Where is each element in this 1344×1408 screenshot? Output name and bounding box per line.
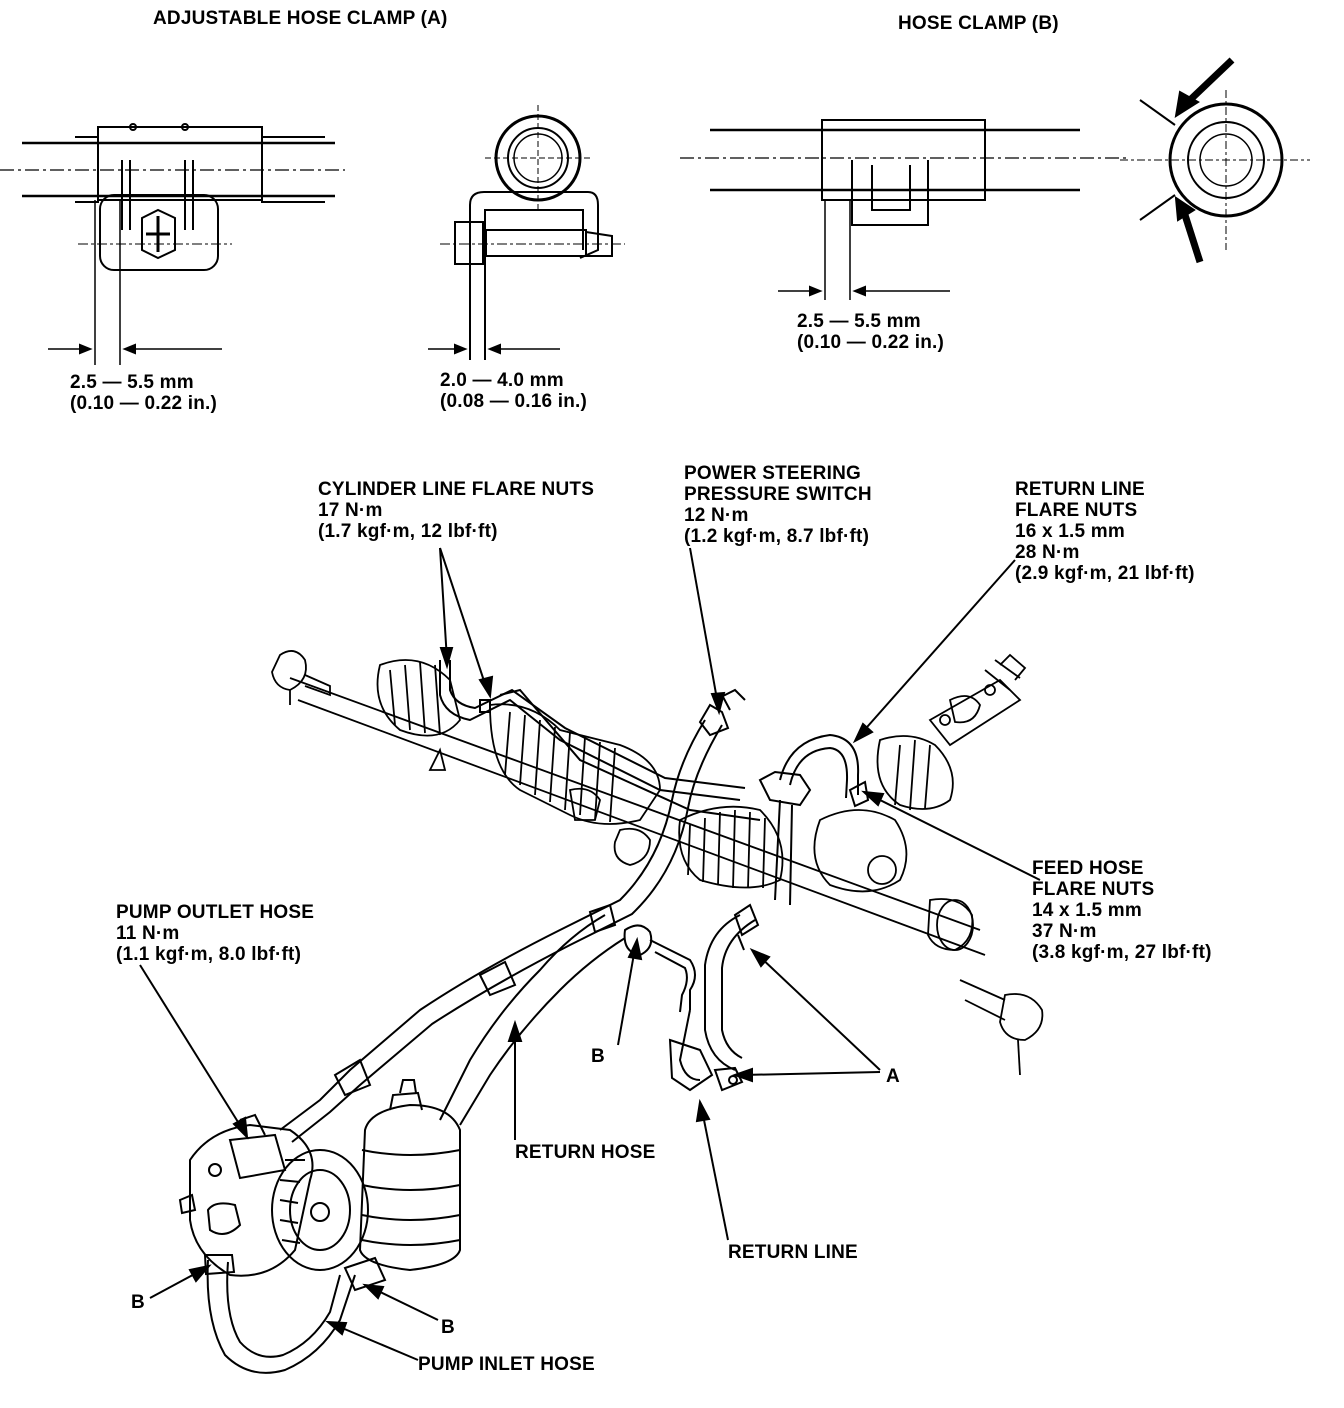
return-line-clamps [668,903,760,1092]
return-line-flare-nuts-label: RETURN LINE FLARE NUTS 16 x 1.5 mm 28 N·… [1015,479,1195,584]
cylinder-line-flare-nuts-label: CYLINDER LINE FLARE NUTS 17 N·m (1.7 kgf… [318,479,595,542]
feed-hose-flare-nuts-label: FEED HOSE FLARE NUTS 14 x 1.5 mm 37 N·m … [1032,858,1212,963]
pump-reservoir [178,1079,461,1277]
clamp-a-end-gap-dimension: 2.0 — 4.0 mm (0.08 — 0.16 in.) [440,370,588,412]
return-hose-label: RETURN HOSE [515,1142,656,1163]
clamp-b-end-view [1120,57,1310,264]
return-hose [439,914,696,1126]
cylinder-lines [439,660,761,821]
pump-outlet-hose-label: PUMP OUTLET HOSE 11 N·m (1.1 kgf·m, 8.0 … [116,902,315,965]
clamp-b-title: HOSE CLAMP (B) [898,13,1059,34]
clamp-a-side-view [0,123,345,365]
clamp-a-title: ADJUSTABLE HOSE CLAMP (A) [153,8,448,29]
pump-outlet-hose [279,688,746,1143]
clamp-b-reference-label-reservoir: B [441,1317,455,1338]
pump-inlet-hose [203,1254,387,1374]
clamp-b-reference-label-inlet: B [131,1292,145,1313]
clamp-a-end-view [428,105,625,360]
clamp-a-reference-label: A [886,1066,900,1087]
return-feed-lines [758,733,870,906]
leader-lines [139,547,1041,1361]
clamp-b-side-view [680,119,1130,300]
steering-rack [271,650,1044,1076]
pump-inlet-hose-label: PUMP INLET HOSE [418,1354,595,1375]
steering-joint [928,653,1027,747]
return-line-label: RETURN LINE [728,1242,858,1263]
clamp-b-reference-label: B [591,1046,605,1067]
clamp-b-gap-dimension: 2.5 — 5.5 mm (0.10 — 0.22 in.) [797,311,945,353]
clamp-a-gap-dimension: 2.5 — 5.5 mm (0.10 — 0.22 in.) [70,372,218,414]
power-steering-pressure-switch-label: POWER STEERING PRESSURE SWITCH 12 N·m (1… [684,463,872,547]
